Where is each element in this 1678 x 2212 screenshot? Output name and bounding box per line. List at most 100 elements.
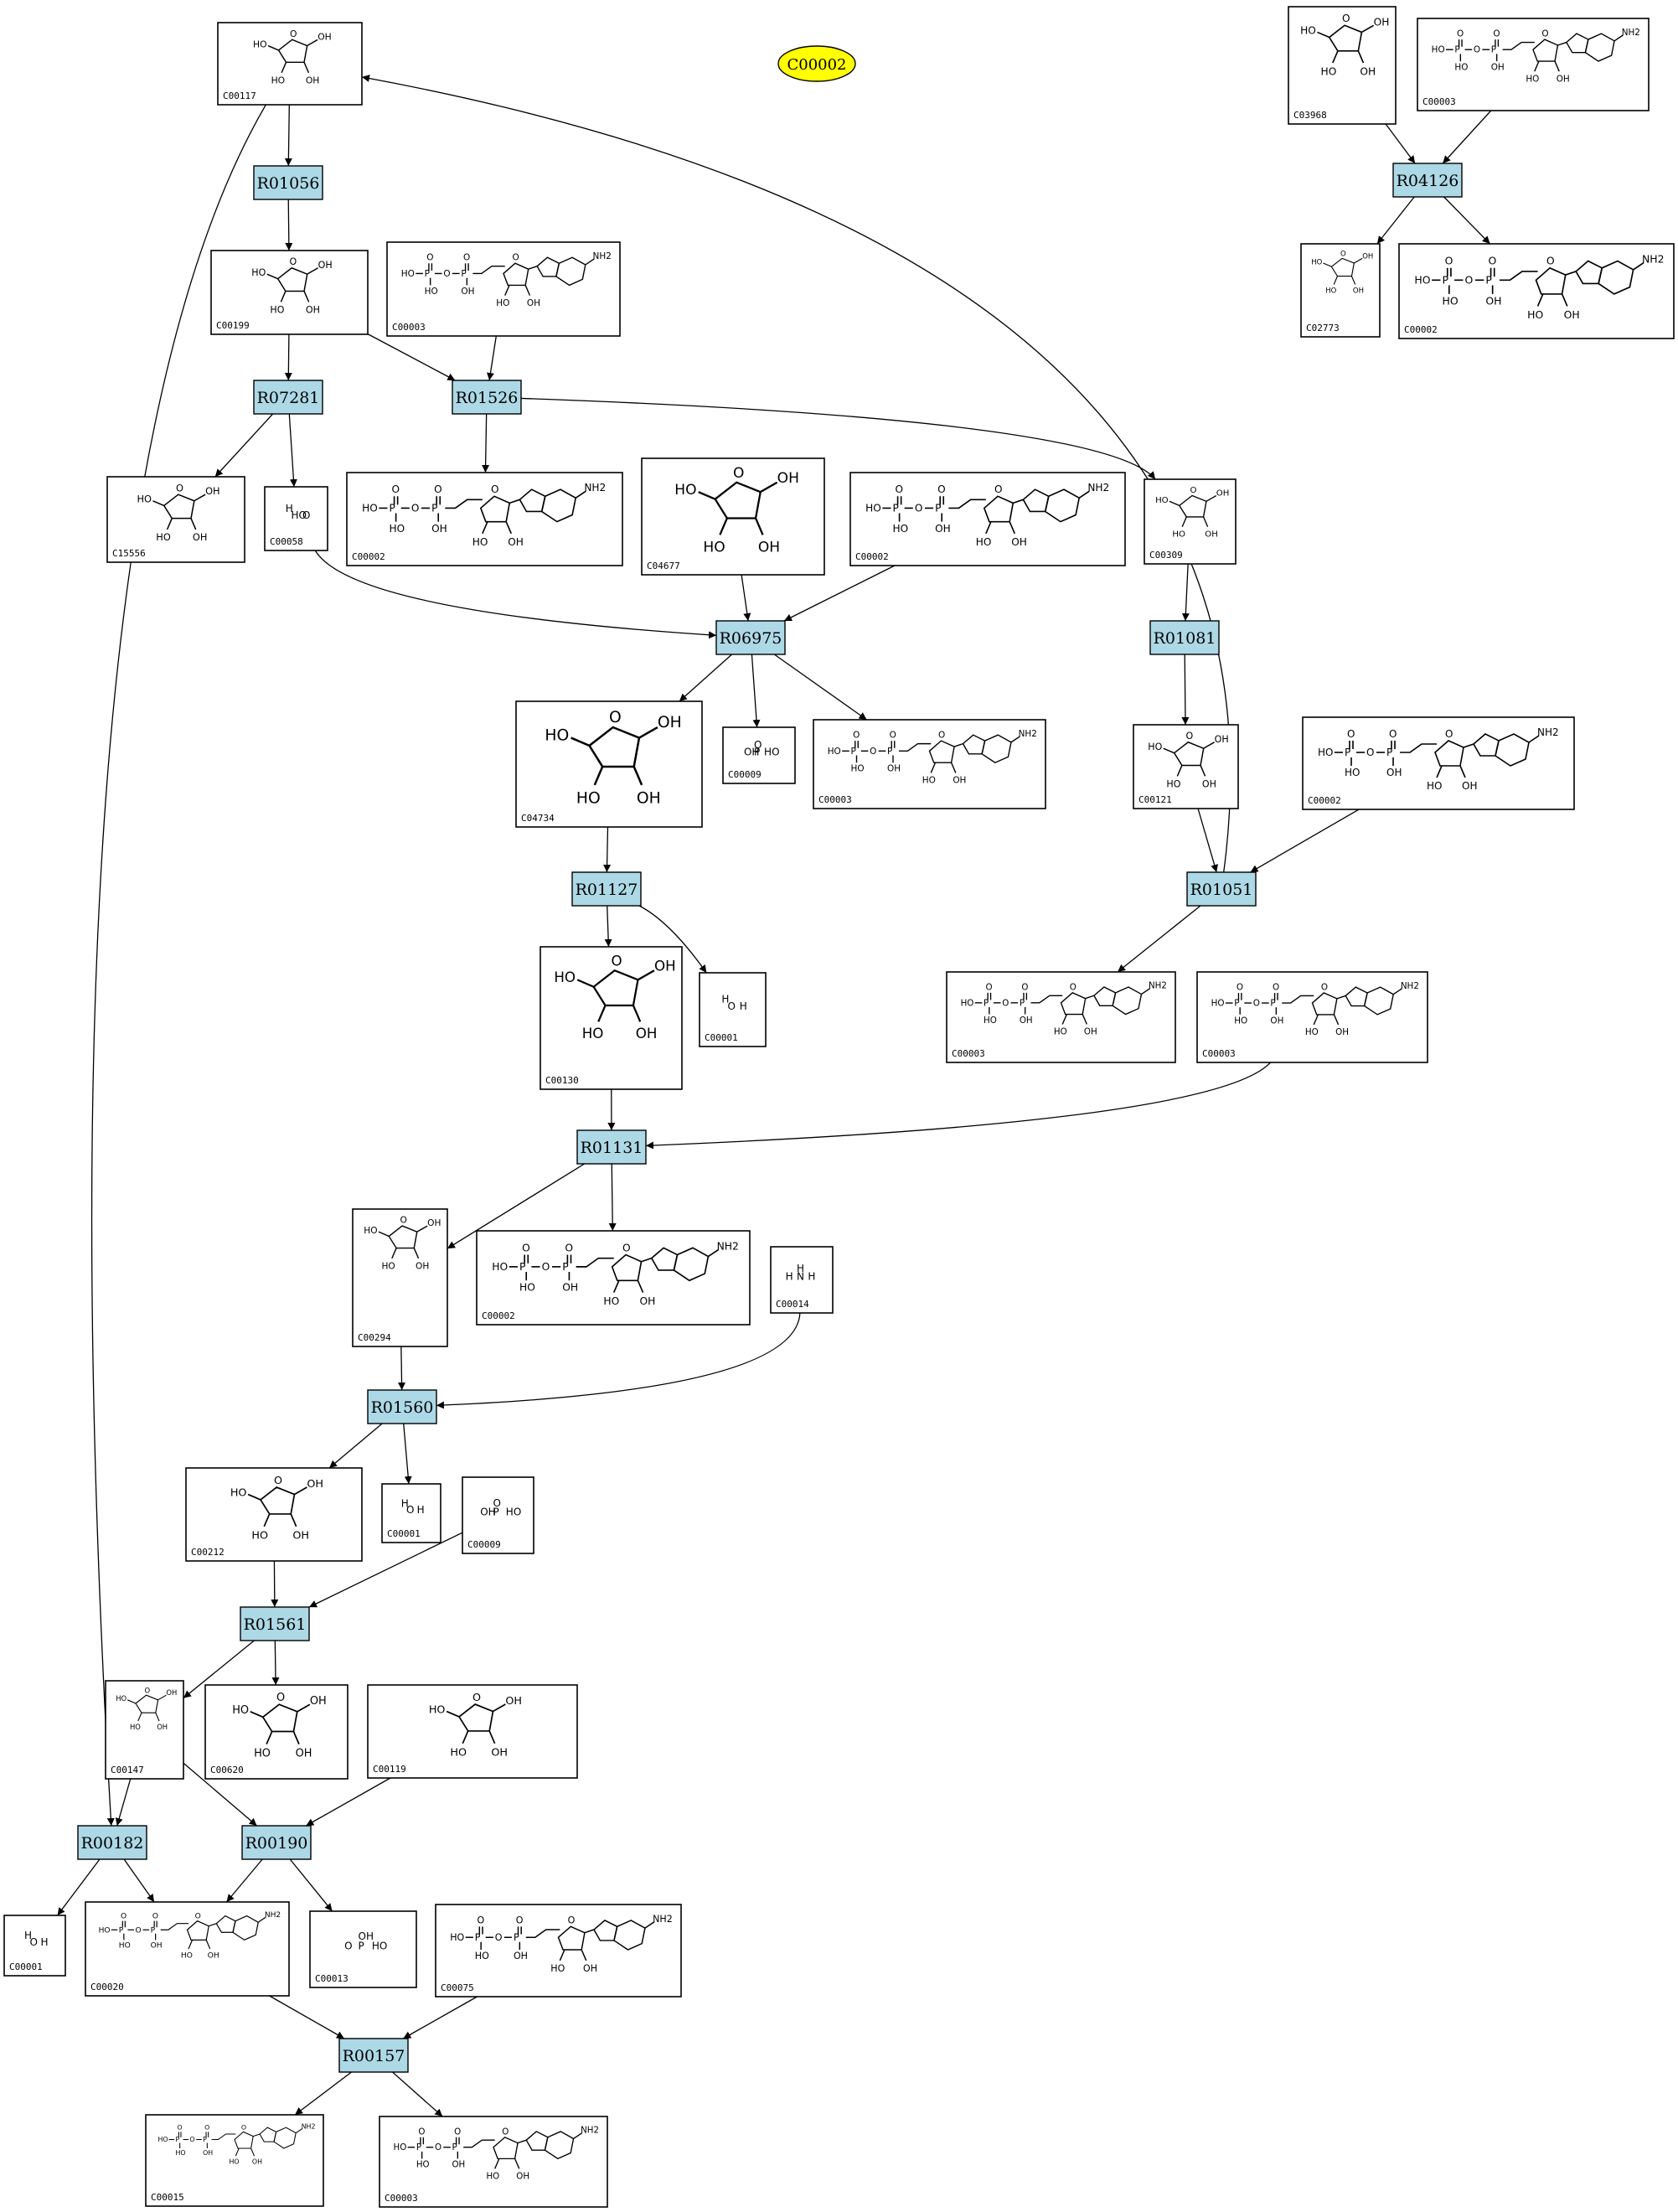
compound-node[interactable]: C00003	[379, 2116, 608, 2208]
compound-id-label: C00002	[855, 551, 889, 562]
edge-n12-R06975	[783, 565, 896, 622]
atom-label: O	[493, 1497, 501, 1509]
reaction-node[interactable]: R01056	[253, 165, 323, 200]
edge-n28-R01561	[308, 1532, 463, 1608]
edge-n18-R01051	[1250, 809, 1360, 873]
atom-label: H	[24, 1930, 32, 1941]
reaction-node[interactable]: R01081	[1149, 620, 1220, 655]
edge-R07281-n8	[214, 413, 274, 478]
edge-n29-R00190	[183, 1762, 258, 1827]
compound-box	[476, 1230, 751, 1326]
reaction-node[interactable]: R01127	[571, 871, 642, 907]
edge-n22-R01131	[645, 1062, 1272, 1150]
compound-node[interactable]: C04734	[515, 700, 703, 828]
edge-n5-R01526	[487, 335, 497, 381]
structure-drawing: HOH	[24, 1930, 48, 1948]
compound-id-label: C00294	[358, 1332, 391, 1343]
atom-label: O	[302, 509, 310, 521]
edge-R01051-n21	[1117, 905, 1201, 973]
compound-node[interactable]: C03968	[1288, 6, 1397, 125]
compound-node[interactable]: C00002	[476, 1230, 751, 1326]
compound-node[interactable]: C00002	[1398, 243, 1675, 339]
compound-node[interactable]: C00075	[435, 1904, 682, 1998]
edge-R01560-n26	[328, 1423, 383, 1469]
reaction-node[interactable]: R00157	[338, 2038, 409, 2073]
compound-id-label: C00003	[1202, 1048, 1236, 1059]
compound-node[interactable]: C00003	[946, 971, 1176, 1063]
reaction-node[interactable]: R07281	[253, 380, 323, 415]
compound-node[interactable]: C00020	[85, 1901, 290, 1997]
compound-box	[1398, 243, 1675, 339]
compound-node[interactable]: C00117	[217, 22, 363, 106]
reaction-node[interactable]: R06975	[715, 620, 786, 655]
compound-node[interactable]: C00199	[210, 250, 369, 335]
compound-box	[381, 1483, 441, 1543]
compound-id-label: C00058	[270, 536, 303, 547]
compound-node[interactable]: C00003	[1417, 18, 1650, 111]
compound-id-label: C00014	[776, 1299, 809, 1310]
edge-n25-R01560	[436, 1312, 801, 1409]
compound-id-label: C00117	[223, 90, 256, 101]
reaction-node[interactable]: R01560	[367, 1389, 437, 1424]
structure-drawing: HOH	[401, 1497, 425, 1516]
compound-node[interactable]: C00003	[386, 241, 621, 337]
compound-node[interactable]: C00002	[849, 472, 1126, 566]
reaction-node[interactable]: R01561	[240, 1606, 310, 1641]
highlight-compound[interactable]: C00002	[777, 45, 856, 82]
compound-node[interactable]: C00121	[1133, 724, 1239, 809]
compound-node[interactable]: C00294	[352, 1208, 448, 1347]
atom-label: P	[754, 747, 760, 758]
compound-node[interactable]: C15556	[106, 476, 245, 563]
atom-label: H	[786, 1271, 793, 1283]
atom-label: O	[406, 1504, 414, 1516]
reaction-node[interactable]: R01526	[452, 380, 522, 415]
compound-node[interactable]: C00003	[1196, 971, 1428, 1063]
reaction-label: R01561	[244, 1615, 307, 1634]
structure-drawing: HOH	[721, 993, 746, 1012]
atom-label: H	[417, 1504, 425, 1516]
compound-node[interactable]: C02773	[1300, 243, 1381, 338]
reaction-node[interactable]: R04126	[1392, 163, 1463, 198]
compound-node[interactable]: C00620	[204, 1684, 349, 1780]
edge-R01127-n20	[638, 905, 707, 974]
highlight-label: C00002	[787, 56, 846, 74]
reaction-node[interactable]: R00190	[241, 1825, 312, 1860]
reaction-node[interactable]: R01051	[1186, 871, 1257, 907]
compound-node[interactable]: C00015	[145, 2114, 324, 2207]
reaction-node[interactable]: R01131	[576, 1129, 647, 1165]
compound-node[interactable]: C00309	[1144, 478, 1237, 565]
edge-R04126-n6	[1376, 196, 1415, 245]
compound-id-label: C03968	[1293, 110, 1327, 121]
compound-node[interactable]: C00002	[1302, 716, 1575, 810]
reaction-label: R00157	[343, 2047, 405, 2065]
reaction-label: R01127	[576, 881, 638, 899]
compound-id-label: C00001	[9, 1961, 43, 1972]
edge-R01051-n1	[361, 75, 1231, 873]
atom-label: HO	[764, 747, 779, 758]
atom-label: P	[359, 1941, 364, 1952]
reaction-box	[576, 1129, 647, 1165]
compound-node[interactable]: C00147	[105, 1680, 184, 1780]
reaction-box	[715, 620, 786, 655]
compound-id-label: C00003	[818, 794, 852, 805]
compound-node[interactable]: C04677	[641, 457, 825, 576]
compound-box	[462, 1476, 534, 1554]
compound-box	[3, 1915, 66, 1977]
compound-node[interactable]: C00119	[367, 1684, 578, 1779]
edge-R01561-n30	[271, 1640, 280, 1686]
compound-node[interactable]: C00212	[185, 1467, 363, 1562]
reaction-node[interactable]: R00182	[77, 1825, 147, 1860]
compound-node[interactable]: C00130	[540, 946, 683, 1090]
compound-node[interactable]: C00002	[346, 472, 623, 566]
compound-node[interactable]: C00003	[813, 719, 1046, 809]
compound-node[interactable]: HOH C00001	[3, 1915, 66, 1977]
